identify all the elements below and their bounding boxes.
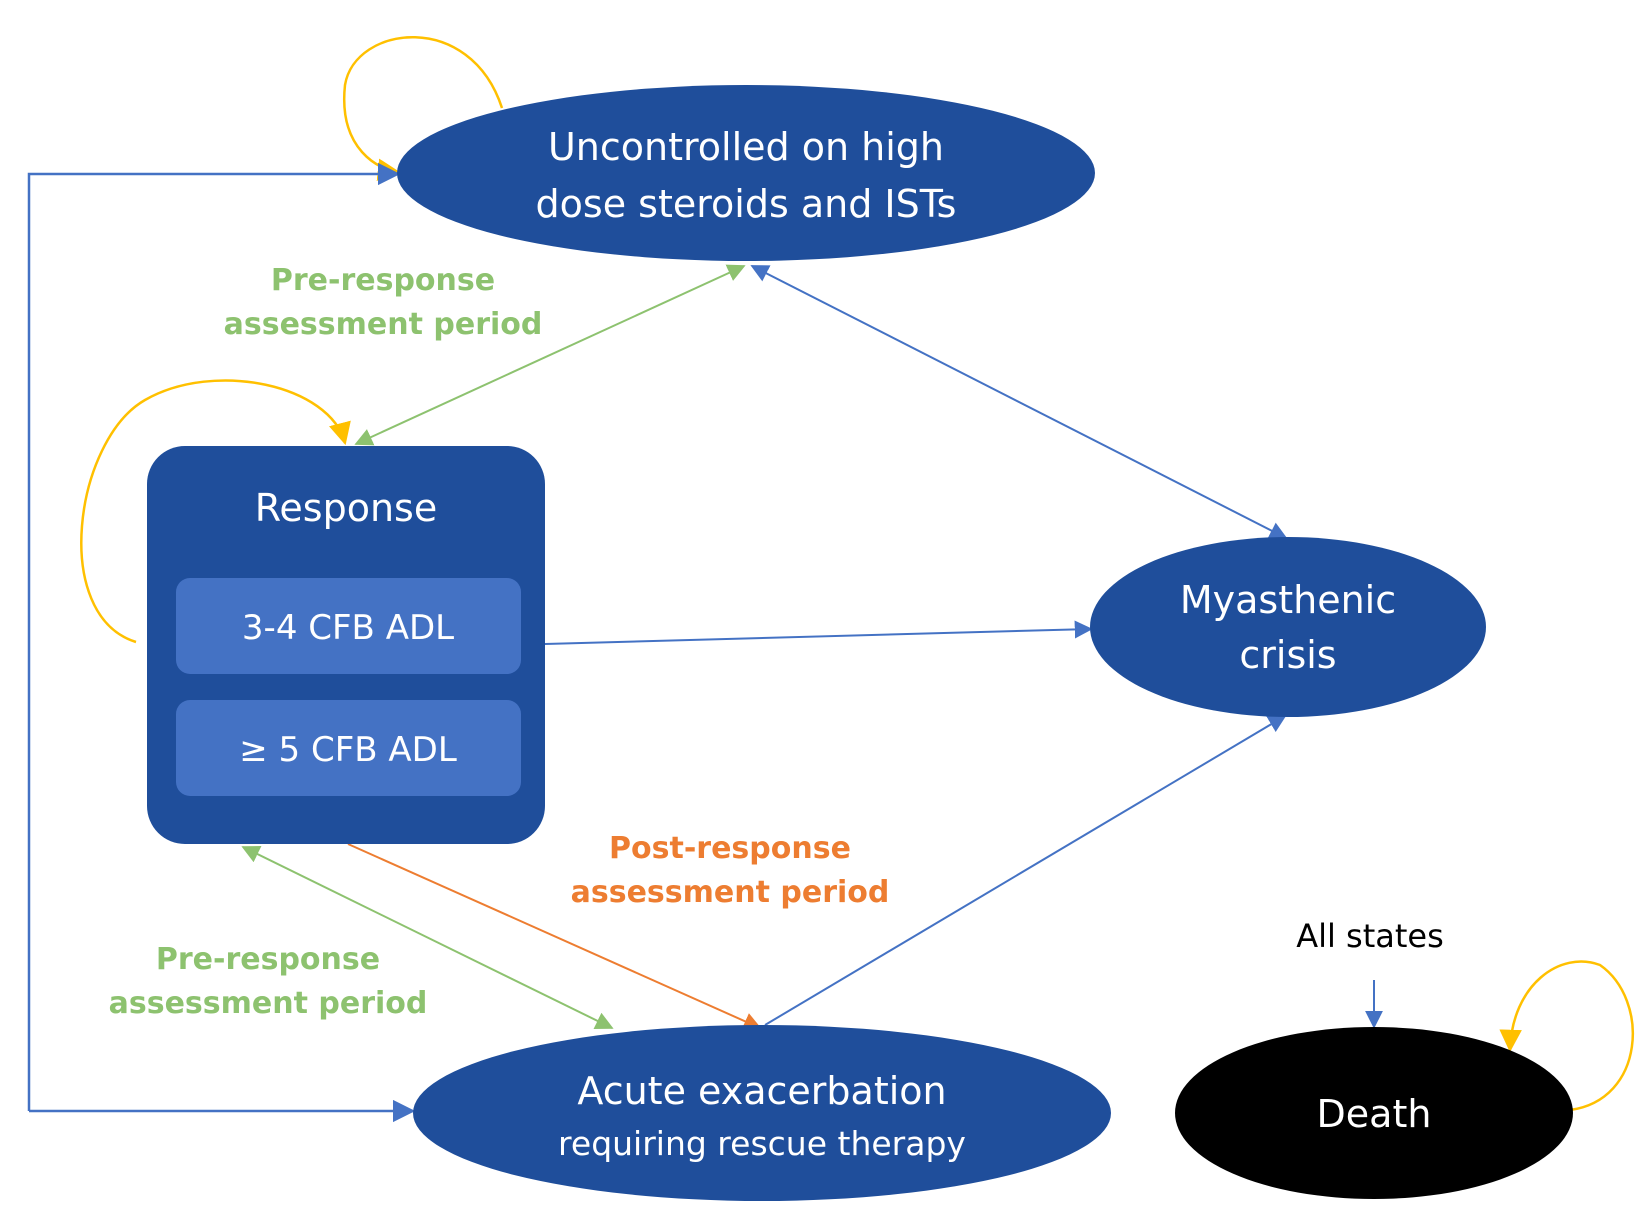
node-response-title: Response: [255, 486, 438, 530]
response-subgroup-3-4: 3-4 CFB ADL: [176, 578, 521, 674]
response-self-loop: [80, 379, 351, 644]
label-post-response-line2: assessment period: [571, 875, 890, 910]
arrow-response-to-myasthenic: [544, 620, 1093, 645]
node-uncontrolled: Uncontrolled on high dose steroids and I…: [397, 85, 1095, 261]
label-pre-response-bottom-line1: Pre-response: [156, 942, 380, 977]
node-uncontrolled-line2: dose steroids and ISTs: [536, 182, 957, 226]
arrow-response-to-acute-post: [347, 843, 762, 1030]
label-pre-response-top: Pre-response assessment period: [224, 263, 543, 342]
label-post-response-line1: Post-response: [609, 831, 851, 866]
death-self-loop: [1499, 960, 1635, 1112]
label-pre-response-top-line1: Pre-response: [271, 263, 495, 298]
arrow-uncontrolled-myasthenic: [750, 265, 1288, 539]
arrow-uncontrolled-response: [354, 264, 746, 446]
response-subgroup-3-4-label: 3-4 CFB ADL: [242, 608, 454, 648]
label-post-response: Post-response assessment period: [571, 831, 890, 910]
node-response: Response 3-4 CFB ADL ≥ 5 CFB ADL: [147, 446, 545, 844]
node-myasthenic-line2: crisis: [1239, 633, 1336, 677]
arrow-acute-to-myasthenic: [764, 715, 1287, 1026]
label-pre-response-bottom-line2: assessment period: [109, 986, 428, 1021]
uncontrolled-self-loop: [342, 36, 504, 181]
arrow-response-acute: [241, 846, 614, 1029]
node-uncontrolled-line1: Uncontrolled on high: [548, 125, 944, 169]
node-acute-line1: Acute exacerbation: [577, 1069, 946, 1113]
node-myasthenic-line1: Myasthenic: [1180, 578, 1396, 622]
node-myasthenic-crisis: Myasthenic crisis: [1090, 537, 1486, 717]
response-subgroup-5plus-label: ≥ 5 CFB ADL: [239, 730, 457, 770]
node-death-label: Death: [1317, 1092, 1432, 1136]
response-subgroup-5plus: ≥ 5 CFB ADL: [176, 700, 521, 796]
node-death: Death: [1175, 1027, 1573, 1199]
label-all-states: All states: [1296, 917, 1444, 955]
node-acute-line2: requiring rescue therapy: [558, 1124, 966, 1163]
node-acute-exacerbation: Acute exacerbation requiring rescue ther…: [413, 1025, 1111, 1201]
label-pre-response-bottom: Pre-response assessment period: [109, 942, 428, 1021]
left-loop-to-uncontrolled: [27, 162, 401, 1111]
label-pre-response-top-line2: assessment period: [224, 307, 543, 342]
